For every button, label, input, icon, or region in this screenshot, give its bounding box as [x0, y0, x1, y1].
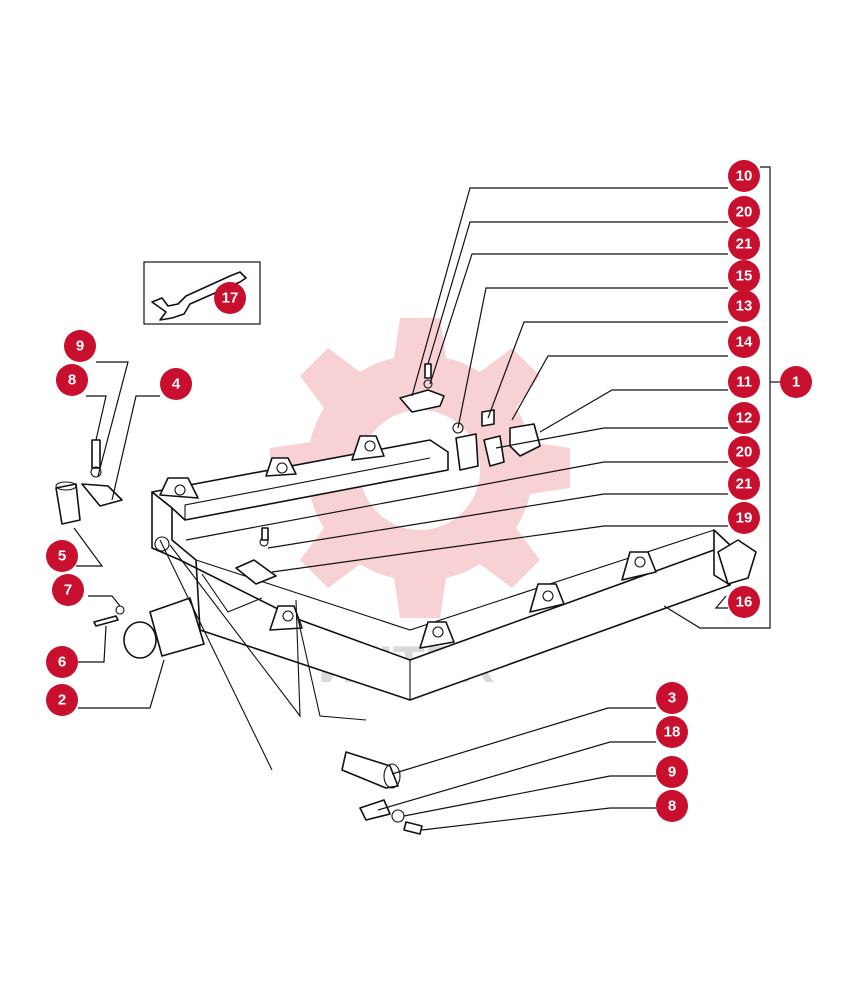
svg-text:21: 21	[736, 476, 753, 493]
svg-text:13: 13	[736, 298, 753, 315]
svg-text:2: 2	[58, 692, 66, 709]
svg-text:9: 9	[76, 338, 84, 355]
svg-text:10: 10	[736, 168, 753, 185]
callout-13: 13	[728, 290, 760, 322]
frame-drawing	[55, 363, 757, 835]
callout-16: 16	[728, 586, 760, 618]
callout-20-b: 20	[728, 436, 760, 468]
callout-9: 9	[64, 330, 96, 362]
callout-21-b: 21	[728, 468, 760, 500]
svg-text:7: 7	[64, 582, 72, 599]
callout-17: 17	[214, 282, 246, 314]
svg-text:8: 8	[668, 798, 676, 815]
callout-20: 20	[728, 196, 760, 228]
svg-text:15: 15	[736, 268, 753, 285]
callout-6: 6	[46, 646, 78, 678]
svg-text:17: 17	[222, 290, 239, 307]
svg-text:21: 21	[736, 236, 753, 253]
callout-9-b: 9	[656, 756, 688, 788]
callouts: 10 20 21 15 13 14 11 12 20 21 19 16 1 17…	[46, 160, 812, 822]
svg-text:3: 3	[668, 690, 676, 707]
svg-text:20: 20	[736, 204, 753, 221]
callout-19: 19	[728, 502, 760, 534]
callout-8-b: 8	[656, 790, 688, 822]
callout-15: 15	[728, 260, 760, 292]
svg-text:19: 19	[736, 510, 753, 527]
callout-3: 3	[656, 682, 688, 714]
callout-5: 5	[46, 540, 78, 572]
svg-text:9: 9	[668, 764, 676, 781]
watermark-gear	[270, 318, 570, 618]
callout-8: 8	[56, 364, 88, 396]
callout-14: 14	[728, 326, 760, 358]
callout-2: 2	[46, 684, 78, 716]
svg-text:12: 12	[736, 410, 753, 427]
svg-text:11: 11	[736, 374, 752, 391]
callout-11: 11	[728, 366, 760, 398]
svg-text:4: 4	[172, 376, 181, 393]
leader-lines	[73, 166, 780, 831]
svg-text:8: 8	[68, 372, 76, 389]
callout-4: 4	[160, 368, 192, 400]
callout-21: 21	[728, 228, 760, 260]
callout-1: 1	[780, 366, 812, 398]
svg-text:16: 16	[736, 594, 753, 611]
svg-text:1: 1	[792, 374, 800, 391]
callout-18: 18	[656, 716, 688, 748]
svg-text:14: 14	[736, 334, 753, 351]
callout-10: 10	[728, 160, 760, 192]
svg-text:5: 5	[58, 548, 66, 565]
svg-text:20: 20	[736, 444, 753, 461]
svg-text:6: 6	[58, 654, 66, 671]
callout-12: 12	[728, 402, 760, 434]
svg-text:18: 18	[664, 724, 681, 741]
callout-7: 7	[52, 574, 84, 606]
